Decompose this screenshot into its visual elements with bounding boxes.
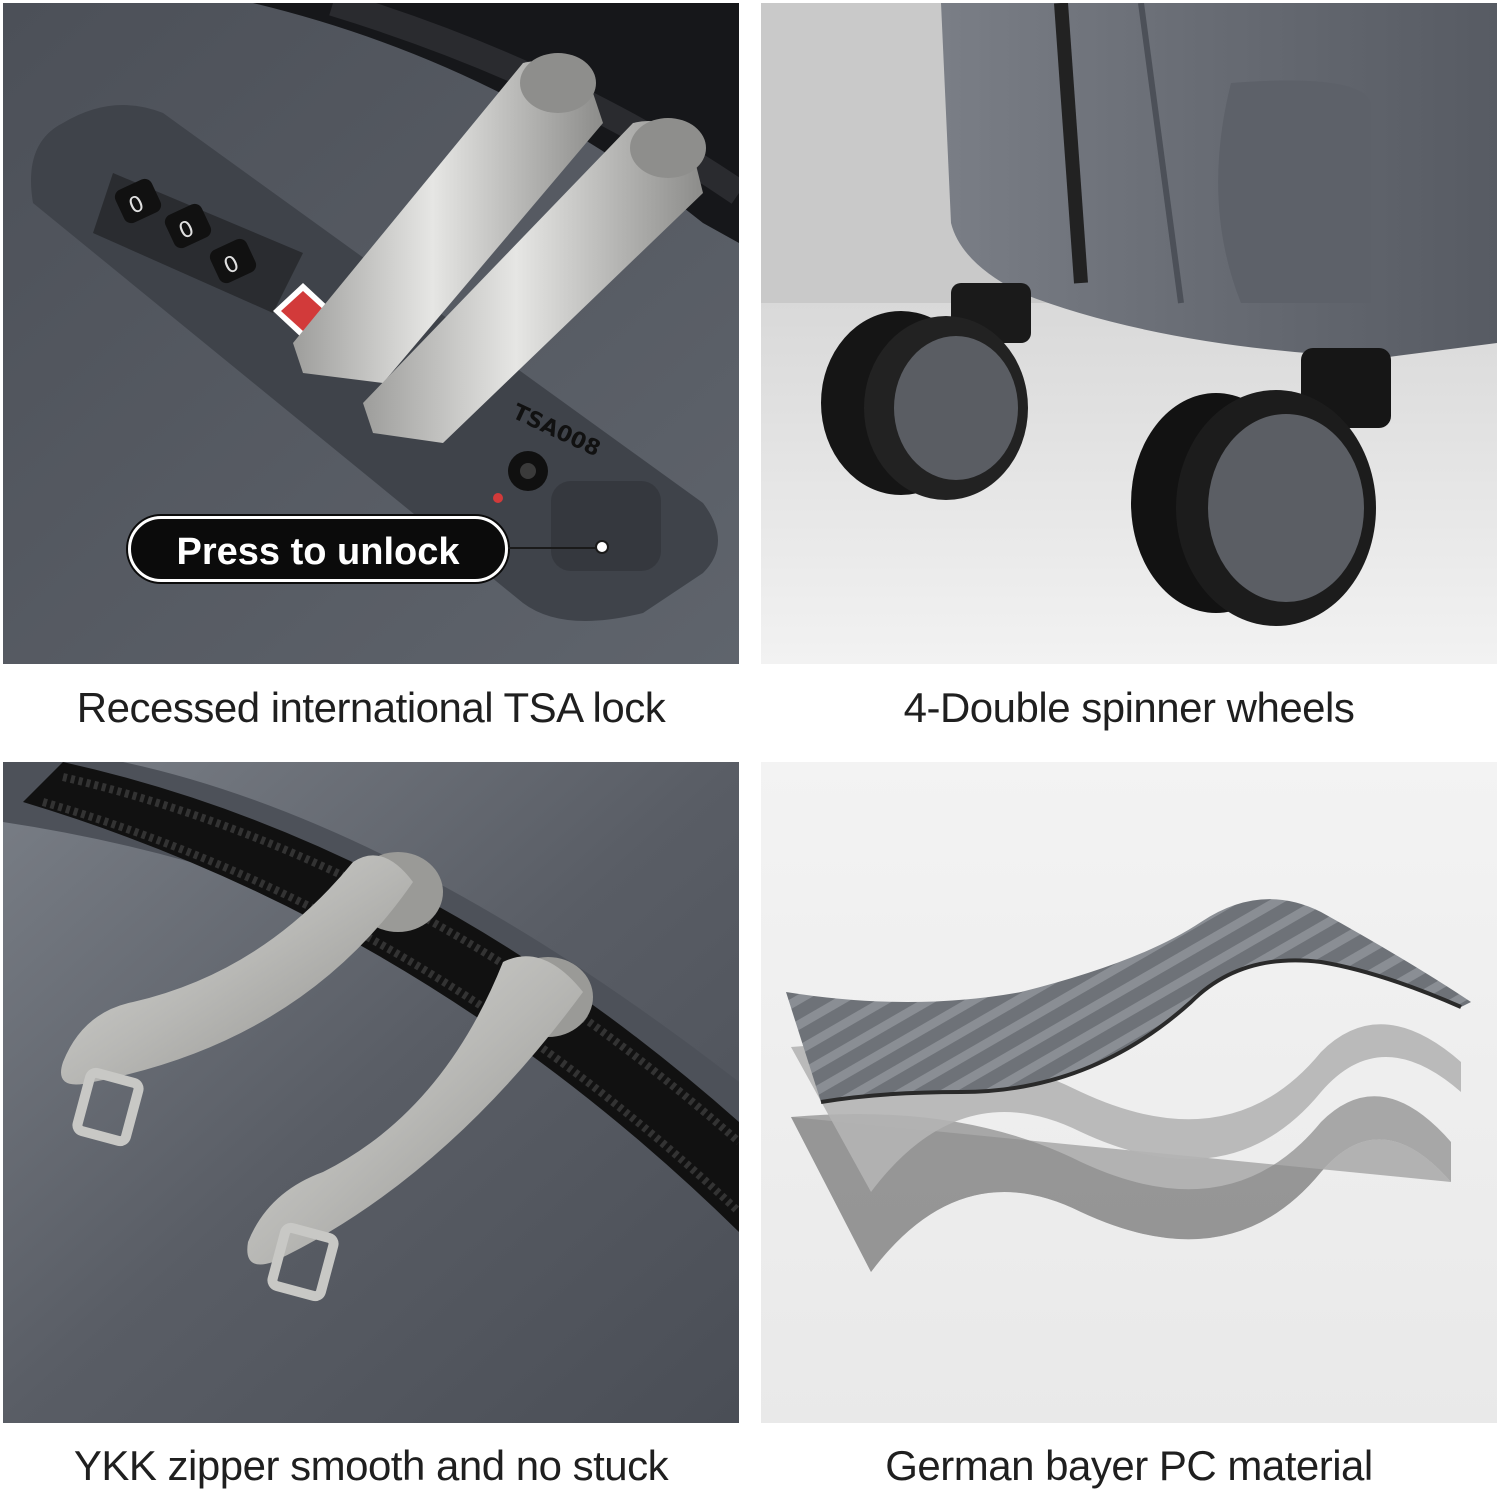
caption-tsa-lock: Recessed international TSA lock — [76, 684, 666, 731]
callout-leader-line — [508, 547, 600, 549]
caption-ykk-zipper: YKK zipper smooth and no stuck — [73, 1442, 669, 1489]
caption-spinner-wheels: 4-Double spinner wheels — [903, 684, 1355, 731]
spinner-wheels-photo — [761, 3, 1497, 664]
zipper-track — [23, 762, 739, 1232]
press-to-unlock-callout: Press to unlock — [128, 516, 508, 582]
tsa-lock-photo: 0 0 0 TSA008 — [3, 3, 739, 664]
combination-dial-icon: 0 0 0 — [93, 173, 303, 313]
ykk-zipper-photo — [3, 762, 739, 1423]
pc-layer-top — [786, 899, 1471, 1102]
callout-dot — [595, 540, 609, 554]
pc-material-illustration — [761, 762, 1497, 1423]
caption-pc-material: German bayer PC material — [885, 1442, 1373, 1489]
